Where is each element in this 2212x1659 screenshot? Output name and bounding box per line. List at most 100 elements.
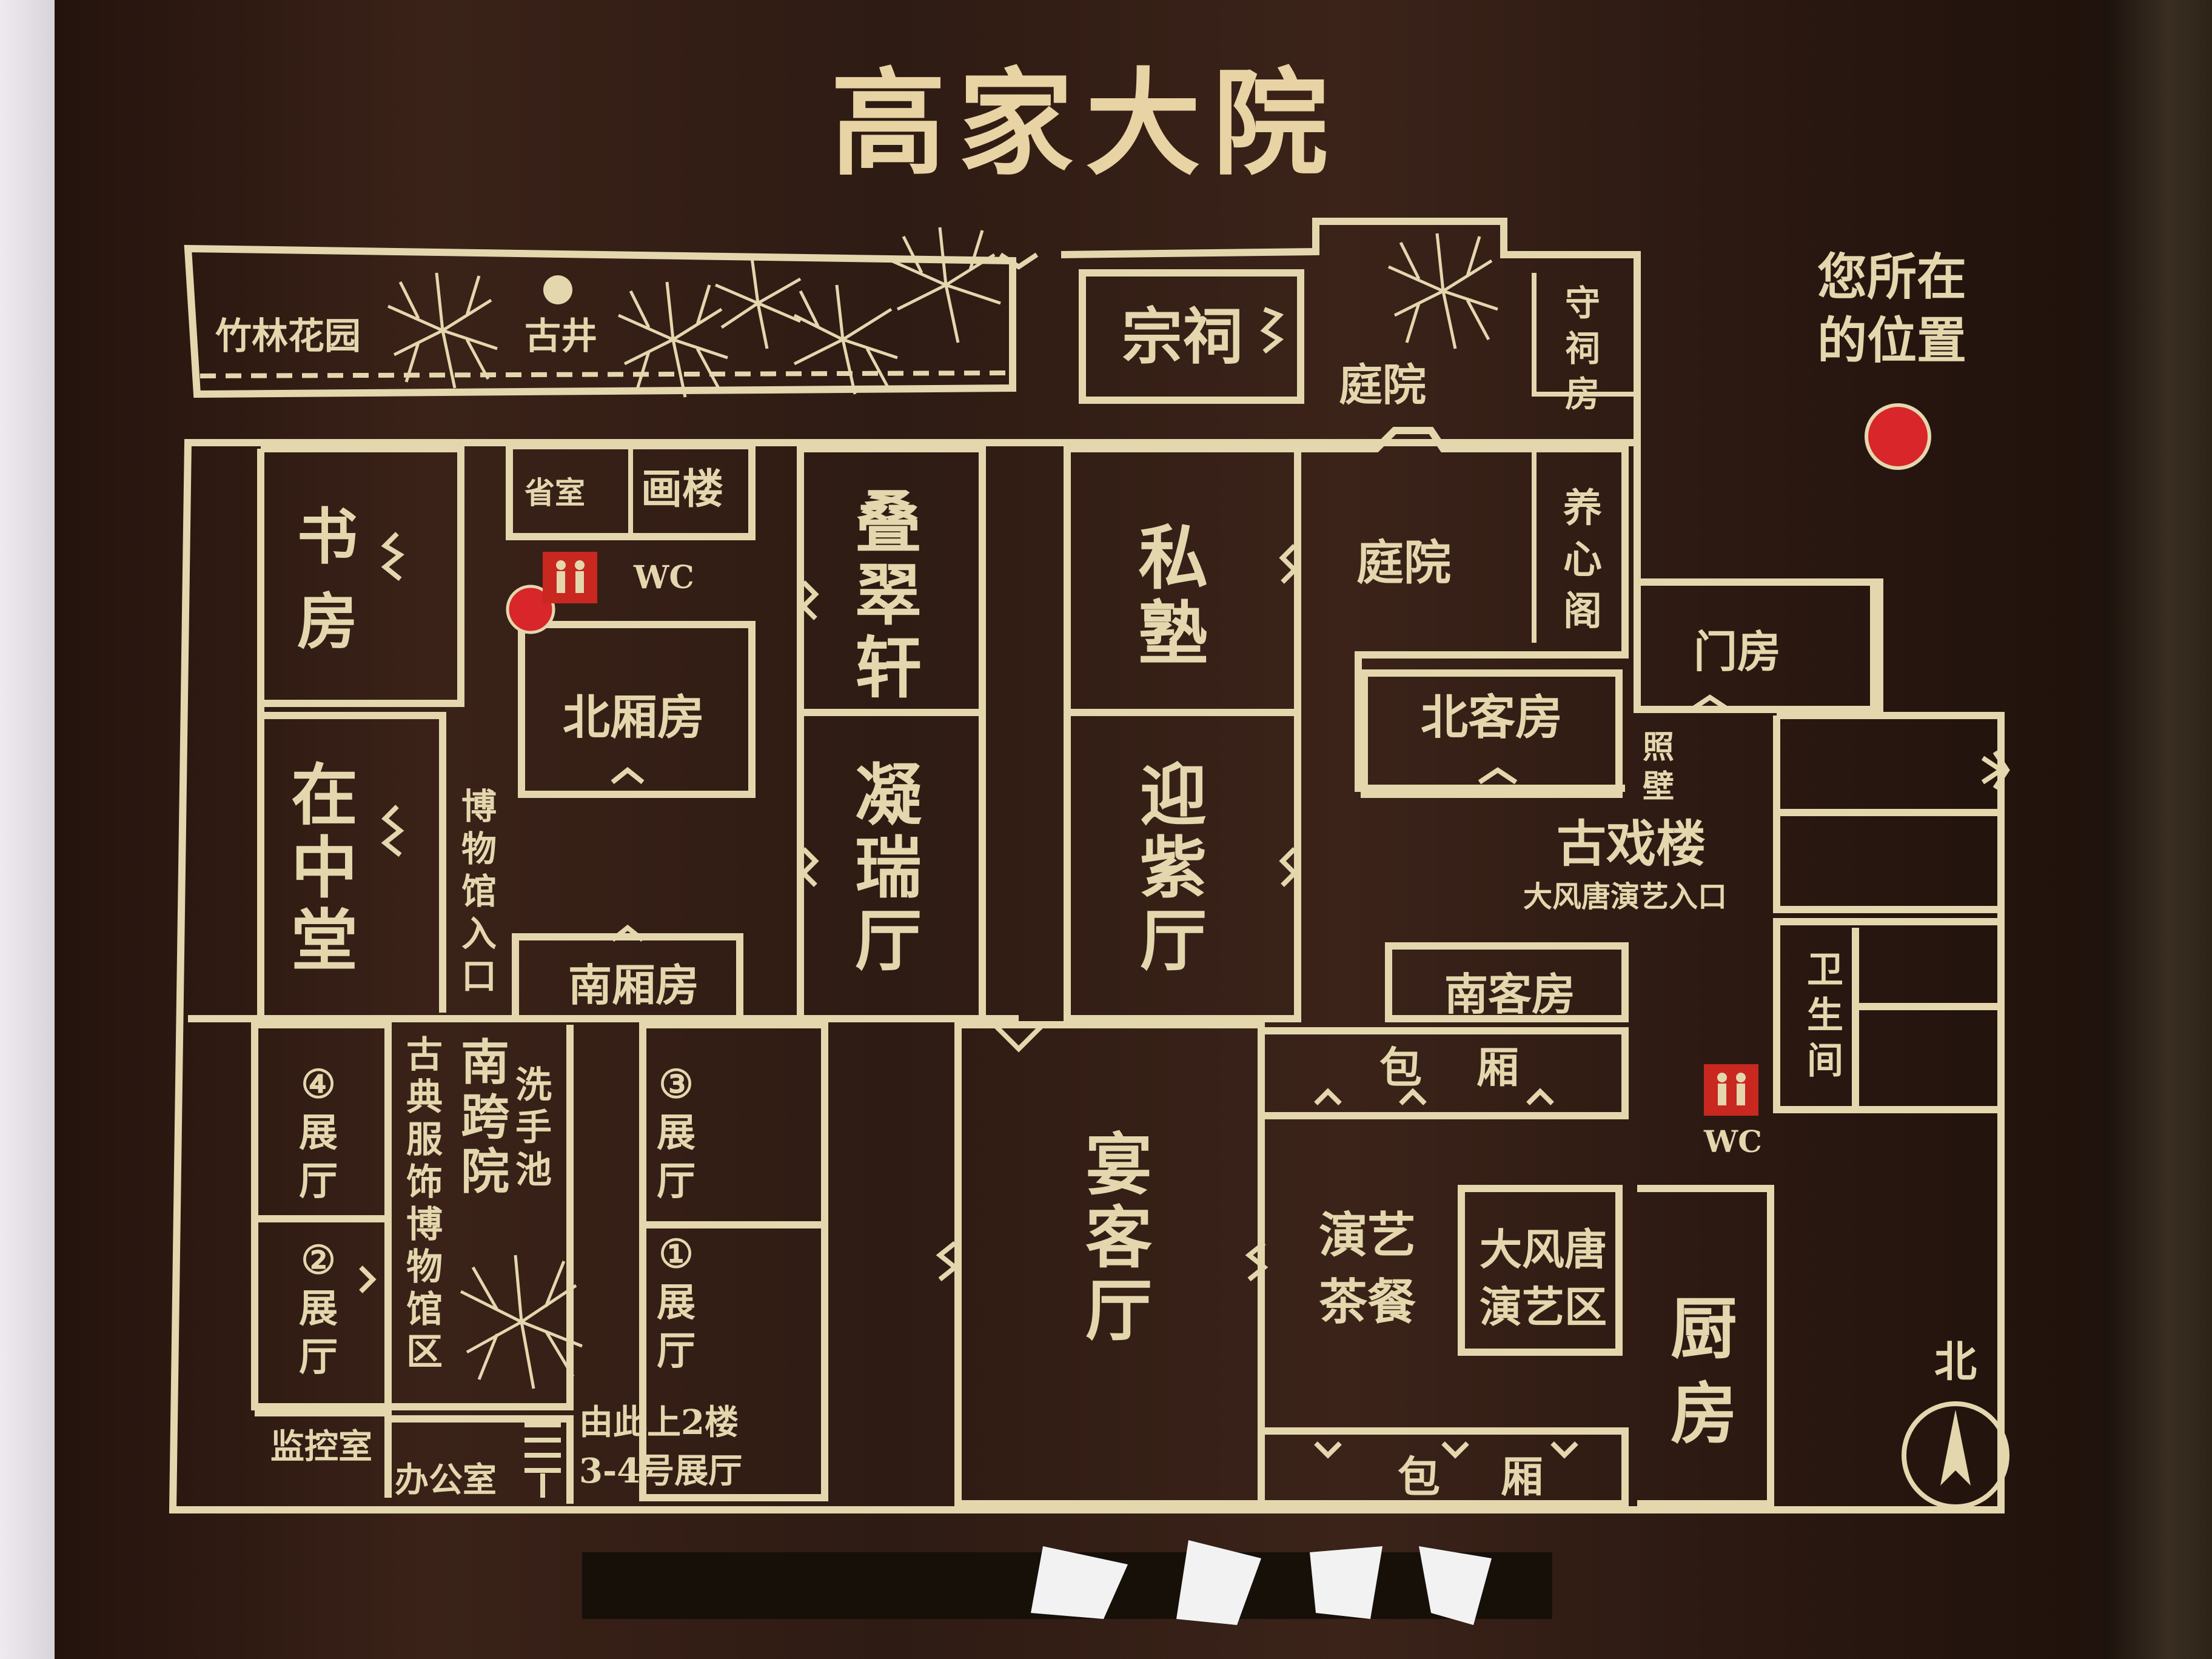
tree-icon — [715, 257, 802, 349]
room-zaizhongtang-1: 在 — [291, 756, 358, 834]
room-yanyi-chacan-line2: 茶餐 — [1319, 1273, 1416, 1330]
you-are-here-line1: 您所在 — [1817, 248, 1966, 306]
hall4-1: ④ — [301, 1062, 335, 1107]
costume-museum-1: 古 — [406, 1034, 443, 1076]
hall2-1: ② — [301, 1238, 335, 1283]
room-bamboo-garden: 竹林花园 — [215, 315, 361, 358]
tree-icon — [793, 284, 898, 395]
hall2-3: 厅 — [299, 1335, 338, 1380]
room-datang-area-line1: 大风唐 — [1480, 1224, 1607, 1275]
tree-icon — [387, 272, 498, 389]
room-shufang-2: 房 — [297, 586, 358, 657]
room-diecui-3: 轩 — [855, 629, 922, 707]
north-label: 北 — [1934, 1336, 1977, 1387]
room-weishengjian-2: 生 — [1807, 994, 1843, 1037]
tree-icon — [1387, 233, 1498, 349]
room-baoxiang-top-1: 包 — [1379, 1042, 1422, 1093]
room-bangong: 办公室 — [395, 1460, 497, 1500]
room-xishouchi-1: 洗 — [515, 1064, 552, 1107]
you-are-here-line2: 的位置 — [1817, 312, 1966, 370]
restroom-icon — [543, 552, 597, 603]
costume-museum-4: 饰 — [406, 1161, 443, 1204]
you-are-here-marker-map — [506, 585, 555, 634]
museum-entry-2: 物 — [461, 828, 497, 870]
costume-museum-8: 区 — [406, 1331, 443, 1373]
room-shengshi: 省室 — [525, 475, 585, 511]
room-zaizhongtang-2: 中 — [291, 829, 358, 907]
room-weishengjian-1: 卫 — [1807, 949, 1843, 991]
damaged-sign-area — [582, 1540, 1552, 1625]
room-shouci-3: 房 — [1565, 374, 1600, 415]
room-ningrui-3: 厅 — [855, 902, 922, 980]
hall3-3: 厅 — [657, 1159, 695, 1204]
room-yanketing-1: 宴 — [1085, 1126, 1152, 1204]
room-nankuayuan-1: 南 — [461, 1034, 509, 1091]
tree-icons — [387, 227, 1498, 1389]
room-shouci-1: 守 — [1565, 283, 1600, 324]
floor-plan-walls — [169, 218, 2010, 1513]
room-nanxiangfang: 南厢房 — [568, 959, 699, 1011]
room-yanketing-2: 客 — [1085, 1199, 1152, 1277]
room-menfang: 门房 — [1694, 626, 1781, 677]
upstairs-line1: 由此上2楼 — [579, 1403, 739, 1443]
room-zhaobi-1: 照 — [1643, 729, 1674, 766]
restroom-icon — [1704, 1064, 1758, 1116]
room-baoxiang-bottom-2: 厢 — [1501, 1452, 1543, 1502]
room-beikefang: 北客房 — [1421, 690, 1563, 745]
room-jiankong: 监控室 — [270, 1427, 372, 1467]
room-datang-area-line2: 演艺区 — [1480, 1282, 1607, 1332]
room-weishengjian-3: 间 — [1807, 1040, 1843, 1082]
room-ancestral-hall: 宗祠 — [1122, 301, 1243, 372]
hall3-2: 展 — [657, 1110, 695, 1156]
museum-entry-4: 入 — [461, 913, 497, 954]
museum-entry-1: 博 — [461, 786, 497, 827]
costume-museum-3: 服 — [406, 1119, 443, 1161]
room-diecui-2: 翠 — [855, 556, 922, 634]
hall1-2: 展 — [657, 1280, 695, 1326]
room-yanyi-chacan-line1: 演艺 — [1319, 1207, 1416, 1264]
room-yangxin-1: 养 — [1563, 486, 1602, 531]
costume-museum-5: 博 — [406, 1204, 443, 1246]
room-yangxin-3: 阁 — [1563, 589, 1602, 634]
room-yangxin-2: 心 — [1563, 537, 1602, 583]
room-yingzi-1: 迎 — [1140, 756, 1207, 834]
costume-museum-7: 馆 — [406, 1289, 443, 1331]
hall3-1: ③ — [659, 1062, 693, 1107]
tree-icon — [617, 281, 728, 398]
hall1-1: ① — [659, 1232, 693, 1277]
you-are-here-marker — [1865, 403, 1931, 470]
stairs-icon — [525, 1423, 561, 1498]
costume-museum-2: 典 — [406, 1076, 443, 1119]
room-ningrui-2: 瑞 — [855, 829, 922, 907]
room-chufang-1: 厨 — [1671, 1290, 1737, 1368]
room-nankuayuan-3: 院 — [461, 1143, 509, 1200]
north-compass-icon — [1902, 1401, 2009, 1509]
room-xishouchi-3: 池 — [515, 1149, 552, 1191]
room-nankefang: 南客房 — [1444, 968, 1575, 1020]
room-hualou: 画楼 — [641, 465, 723, 514]
hall4-2: 展 — [299, 1110, 338, 1156]
room-xishouchi-2: 手 — [515, 1107, 552, 1149]
room-courtyard-mid: 庭院 — [1356, 535, 1451, 591]
wooden-frame-right — [2104, 0, 2212, 1659]
hall1-3: 厅 — [657, 1329, 695, 1374]
tree-icon — [460, 1255, 583, 1389]
room-nankuayuan-2: 跨 — [461, 1088, 510, 1145]
museum-entry-5: 口 — [461, 956, 497, 997]
room-zaizhongtang-3: 堂 — [291, 902, 358, 980]
costume-museum-6: 物 — [406, 1246, 443, 1289]
map-title: 高家大院 — [831, 56, 1340, 191]
tree-icon — [890, 227, 1001, 343]
wall-background — [0, 0, 55, 1659]
room-beixiangfang: 北厢房 — [563, 690, 705, 745]
room-old-well: 古井 — [525, 315, 597, 358]
room-yanketing-3: 厅 — [1085, 1272, 1152, 1350]
museum-entry-3: 馆 — [461, 871, 497, 912]
room-datang-entry: 大风唐演艺入口 — [1523, 880, 1727, 914]
room-baoxiang-bottom-1: 包 — [1398, 1452, 1440, 1502]
room-guxilou: 古戏楼 — [1557, 815, 1706, 873]
room-courtyard-top: 庭院 — [1339, 359, 1426, 411]
wc-label-1: WC — [633, 559, 694, 596]
wc-label-2: WC — [1703, 1124, 1762, 1159]
